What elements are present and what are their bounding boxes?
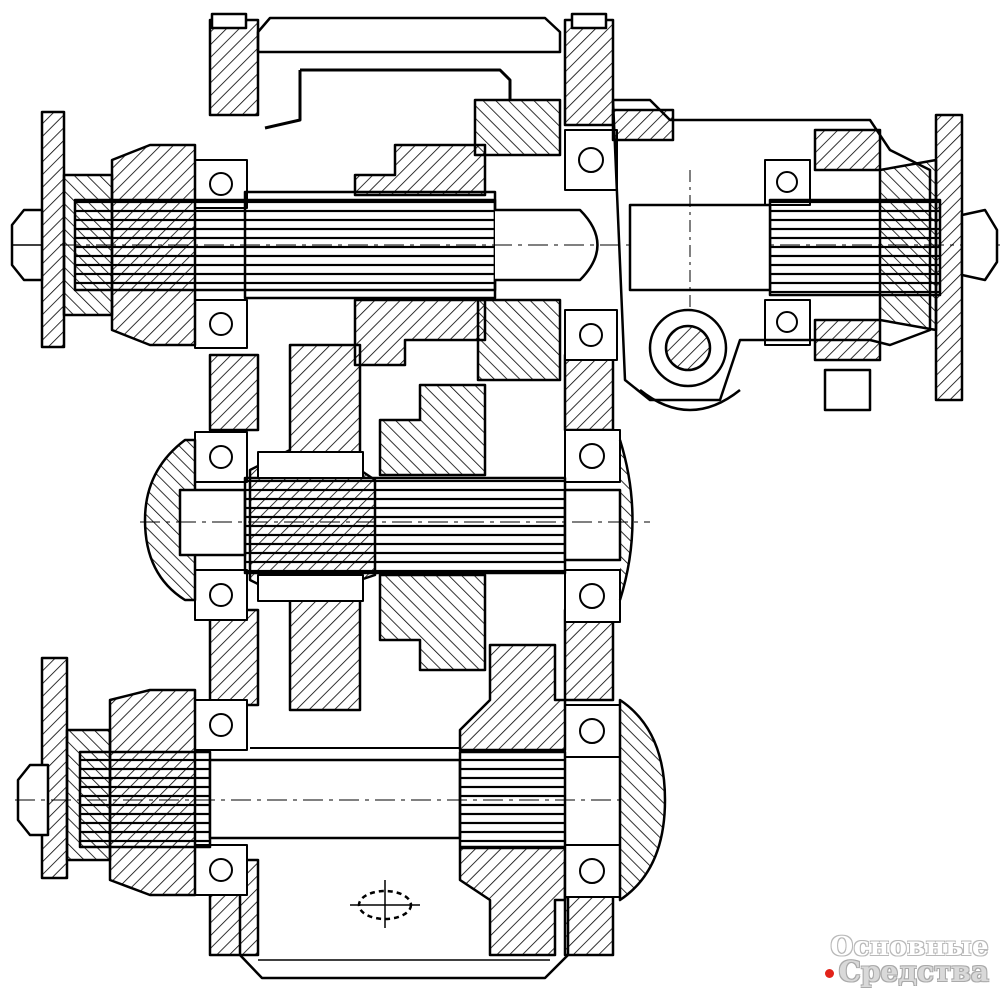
watermark-logo: Основные Средства [824,932,989,988]
watermark-line1: Основные [830,932,989,962]
watermark-line2: Средства [838,955,989,988]
intermediate-shaft [140,343,650,712]
lower-output-shaft [15,643,667,957]
right-output-shaft [611,98,999,412]
bearings [194,129,811,898]
housing [238,16,570,980]
upper-input-shaft [10,98,1000,382]
watermark-dot-icon [824,969,834,978]
